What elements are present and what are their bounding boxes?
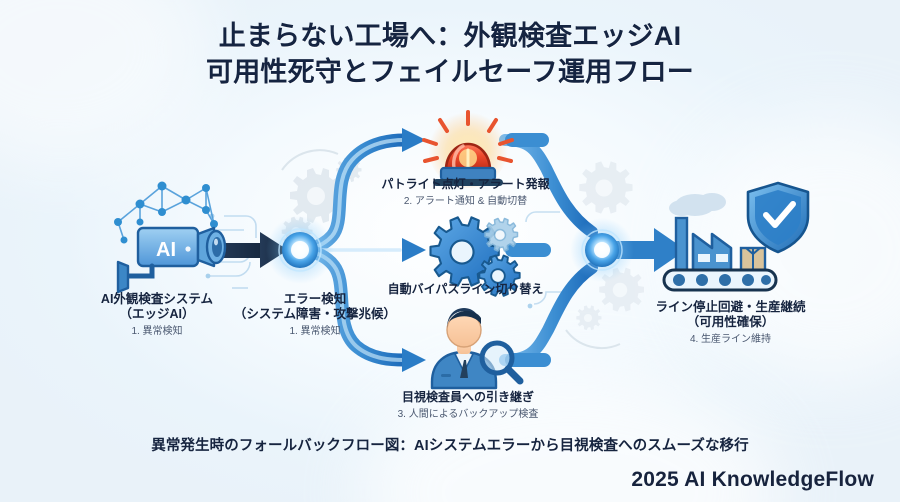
label-human: 目視検査員への引き継ぎ 3. 人間によるバックアップ検査 xyxy=(368,390,568,421)
label-error-title: エラー検知 （システム障害・攻撃兆候） xyxy=(233,292,397,321)
label-error-step: 1. 異常検知 xyxy=(289,326,341,337)
factory-shield-icon xyxy=(662,181,810,292)
circuit-traces-right xyxy=(525,211,566,309)
label-human-step: 3. 人間によるバックアップ検査 xyxy=(397,409,539,420)
label-human-title: 目視検査員への引き継ぎ xyxy=(401,390,534,404)
label-alarm-title: パトライト点灯・アラート発報 xyxy=(381,177,550,191)
label-output-title: ライン停止回避・生産継続 （可用性確保） xyxy=(655,300,806,329)
label-alarm: パトライト点灯・アラート発報 2. アラート通知 & 自動切替 xyxy=(368,177,563,208)
merge-node-icon xyxy=(570,218,634,282)
page-title: 止まらない工場へ：外観検査エッジAI 可用性死守とフェイルセーフ運用フロー xyxy=(206,21,694,87)
slide-caption: 異常発生時のフォールバックフロー図：AIシステムエラーから目視検査へのスムーズな… xyxy=(151,438,749,454)
label-error: エラー検知 （システム障害・攻撃兆候） 1. 異常検知 xyxy=(215,292,415,338)
slide-footer-brand: 2025 AI KnowledgeFlow xyxy=(631,468,874,491)
label-bypass: 自動バイパスライン切り替え xyxy=(368,282,563,300)
svg-text:AI: AI xyxy=(156,239,176,261)
cloud-shape xyxy=(669,193,726,216)
label-output-step: 4. 生産ライン維持 xyxy=(689,334,772,345)
label-source-title: AI外観検査システム （エッジAI） xyxy=(100,292,214,321)
label-bypass-title: 自動バイパスライン切り替え xyxy=(387,282,544,296)
label-source: AI外観検査システム （エッジAI） 1. 異常検知 xyxy=(62,292,252,338)
split-node-icon xyxy=(266,216,334,284)
inspector-magnifier-icon xyxy=(430,308,524,390)
label-source-step: 1. 異常検知 xyxy=(131,326,183,337)
ai-camera-icon: AI xyxy=(114,181,227,294)
gears-icon xyxy=(429,216,521,297)
circuit-traces-left xyxy=(205,213,257,289)
label-output: ライン停止回避・生産継続 （可用性確保） 4. 生産ライン維持 xyxy=(618,300,843,346)
alarm-beacon-icon xyxy=(422,108,514,188)
label-alarm-step: 2. アラート通知 & 自動切替 xyxy=(403,196,528,207)
